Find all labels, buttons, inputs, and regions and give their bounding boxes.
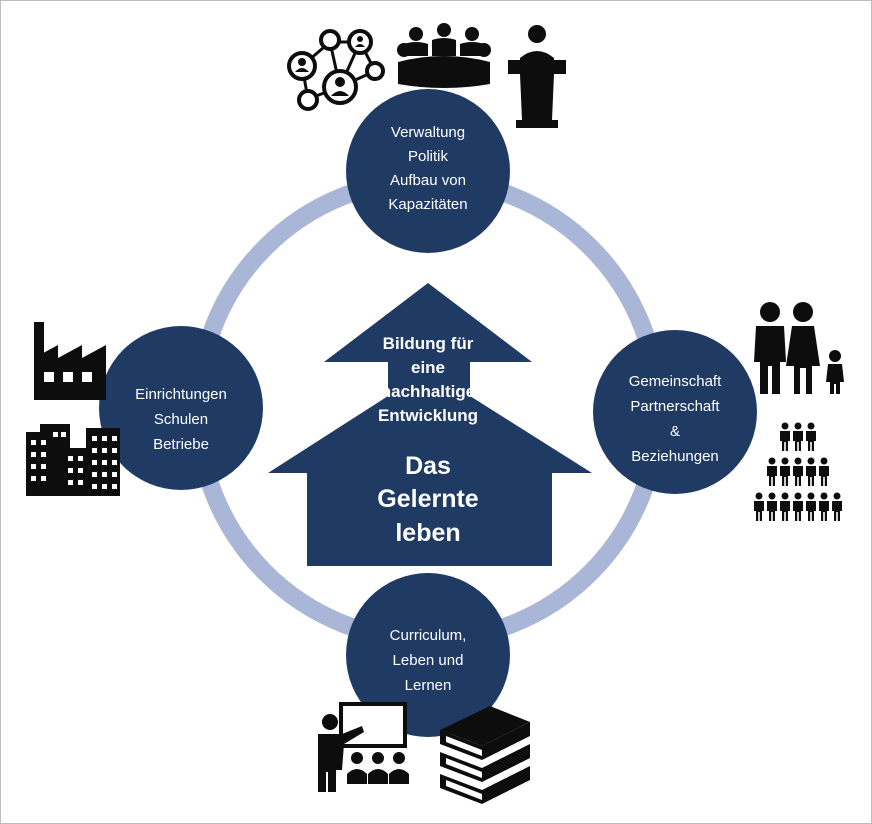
crowd-person-figure bbox=[780, 492, 790, 521]
crowd-person-figure bbox=[780, 457, 790, 486]
node-bottom-circle bbox=[346, 573, 510, 737]
node-left-line: Einrichtungen bbox=[135, 386, 227, 403]
crowd-person-figure bbox=[793, 422, 803, 451]
node-right-line: Beziehungen bbox=[631, 448, 719, 465]
node-top-line: Kapazitäten bbox=[388, 196, 467, 213]
crowd-person-figure bbox=[832, 492, 842, 521]
node-right-line: & bbox=[670, 423, 680, 440]
center-title: Das Gelernte leben bbox=[377, 452, 479, 547]
network-icon bbox=[287, 29, 385, 111]
crowd-person-figure bbox=[806, 492, 816, 521]
crowd-pyramid-icon bbox=[754, 422, 842, 521]
crowd-person-figure bbox=[819, 492, 829, 521]
node-bottom-line: Curriculum, bbox=[390, 627, 467, 644]
node-bottom-line: Lernen bbox=[405, 677, 452, 694]
center-title-line: leben bbox=[395, 519, 460, 547]
node-top: Verwaltung Politik Aufbau von Kapazitäte… bbox=[346, 89, 510, 253]
center-title-line: Gelernte bbox=[377, 485, 479, 513]
center-subtitle-line: nachhaltige bbox=[381, 382, 475, 401]
center-subtitle-line: Bildung für bbox=[383, 334, 474, 353]
node-right-line: Partnerschaft bbox=[630, 398, 720, 415]
factory-icon bbox=[34, 322, 106, 400]
node-top-line: Aufbau von bbox=[390, 172, 466, 189]
node-left-line: Betriebe bbox=[153, 436, 209, 453]
crowd-person-figure bbox=[819, 457, 829, 486]
teacher-board-icon bbox=[318, 702, 409, 792]
node-right: Gemeinschaft Partnerschaft & Beziehungen bbox=[593, 330, 757, 494]
city-buildings-icon bbox=[26, 424, 120, 496]
node-left: Einrichtungen Schulen Betriebe bbox=[99, 326, 263, 490]
node-right-circle bbox=[593, 330, 757, 494]
center-subtitle-line: Entwicklung bbox=[378, 406, 478, 425]
node-top-circle bbox=[346, 89, 510, 253]
crowd-person-figure bbox=[793, 457, 803, 486]
meeting-table-icon bbox=[397, 23, 491, 88]
family-icon bbox=[754, 302, 844, 394]
node-right-line: Gemeinschaft bbox=[629, 373, 722, 390]
node-bottom-line: Leben und bbox=[393, 652, 464, 669]
crowd-person-figure bbox=[793, 492, 803, 521]
crowd-person-figure bbox=[767, 492, 777, 521]
center-subtitle: Bildung für eine nachhaltige Entwicklung bbox=[378, 334, 478, 425]
book-stack-icon bbox=[440, 706, 530, 804]
node-top-line: Politik bbox=[408, 148, 449, 165]
crowd-person-figure bbox=[754, 492, 764, 521]
center-arrow bbox=[268, 283, 592, 566]
node-left-circle bbox=[99, 326, 263, 490]
center-subtitle-line: eine bbox=[411, 358, 445, 377]
center-title-line: Das bbox=[405, 452, 451, 480]
crowd-person-figure bbox=[806, 422, 816, 451]
node-bottom: Curriculum, Leben und Lernen bbox=[346, 573, 510, 737]
crowd-person-figure bbox=[767, 457, 777, 486]
node-left-line: Schulen bbox=[154, 411, 208, 428]
speaker-podium-icon bbox=[508, 25, 566, 128]
crowd-person-figure bbox=[780, 422, 790, 451]
node-top-line: Verwaltung bbox=[391, 124, 465, 141]
crowd-person-figure bbox=[806, 457, 816, 486]
